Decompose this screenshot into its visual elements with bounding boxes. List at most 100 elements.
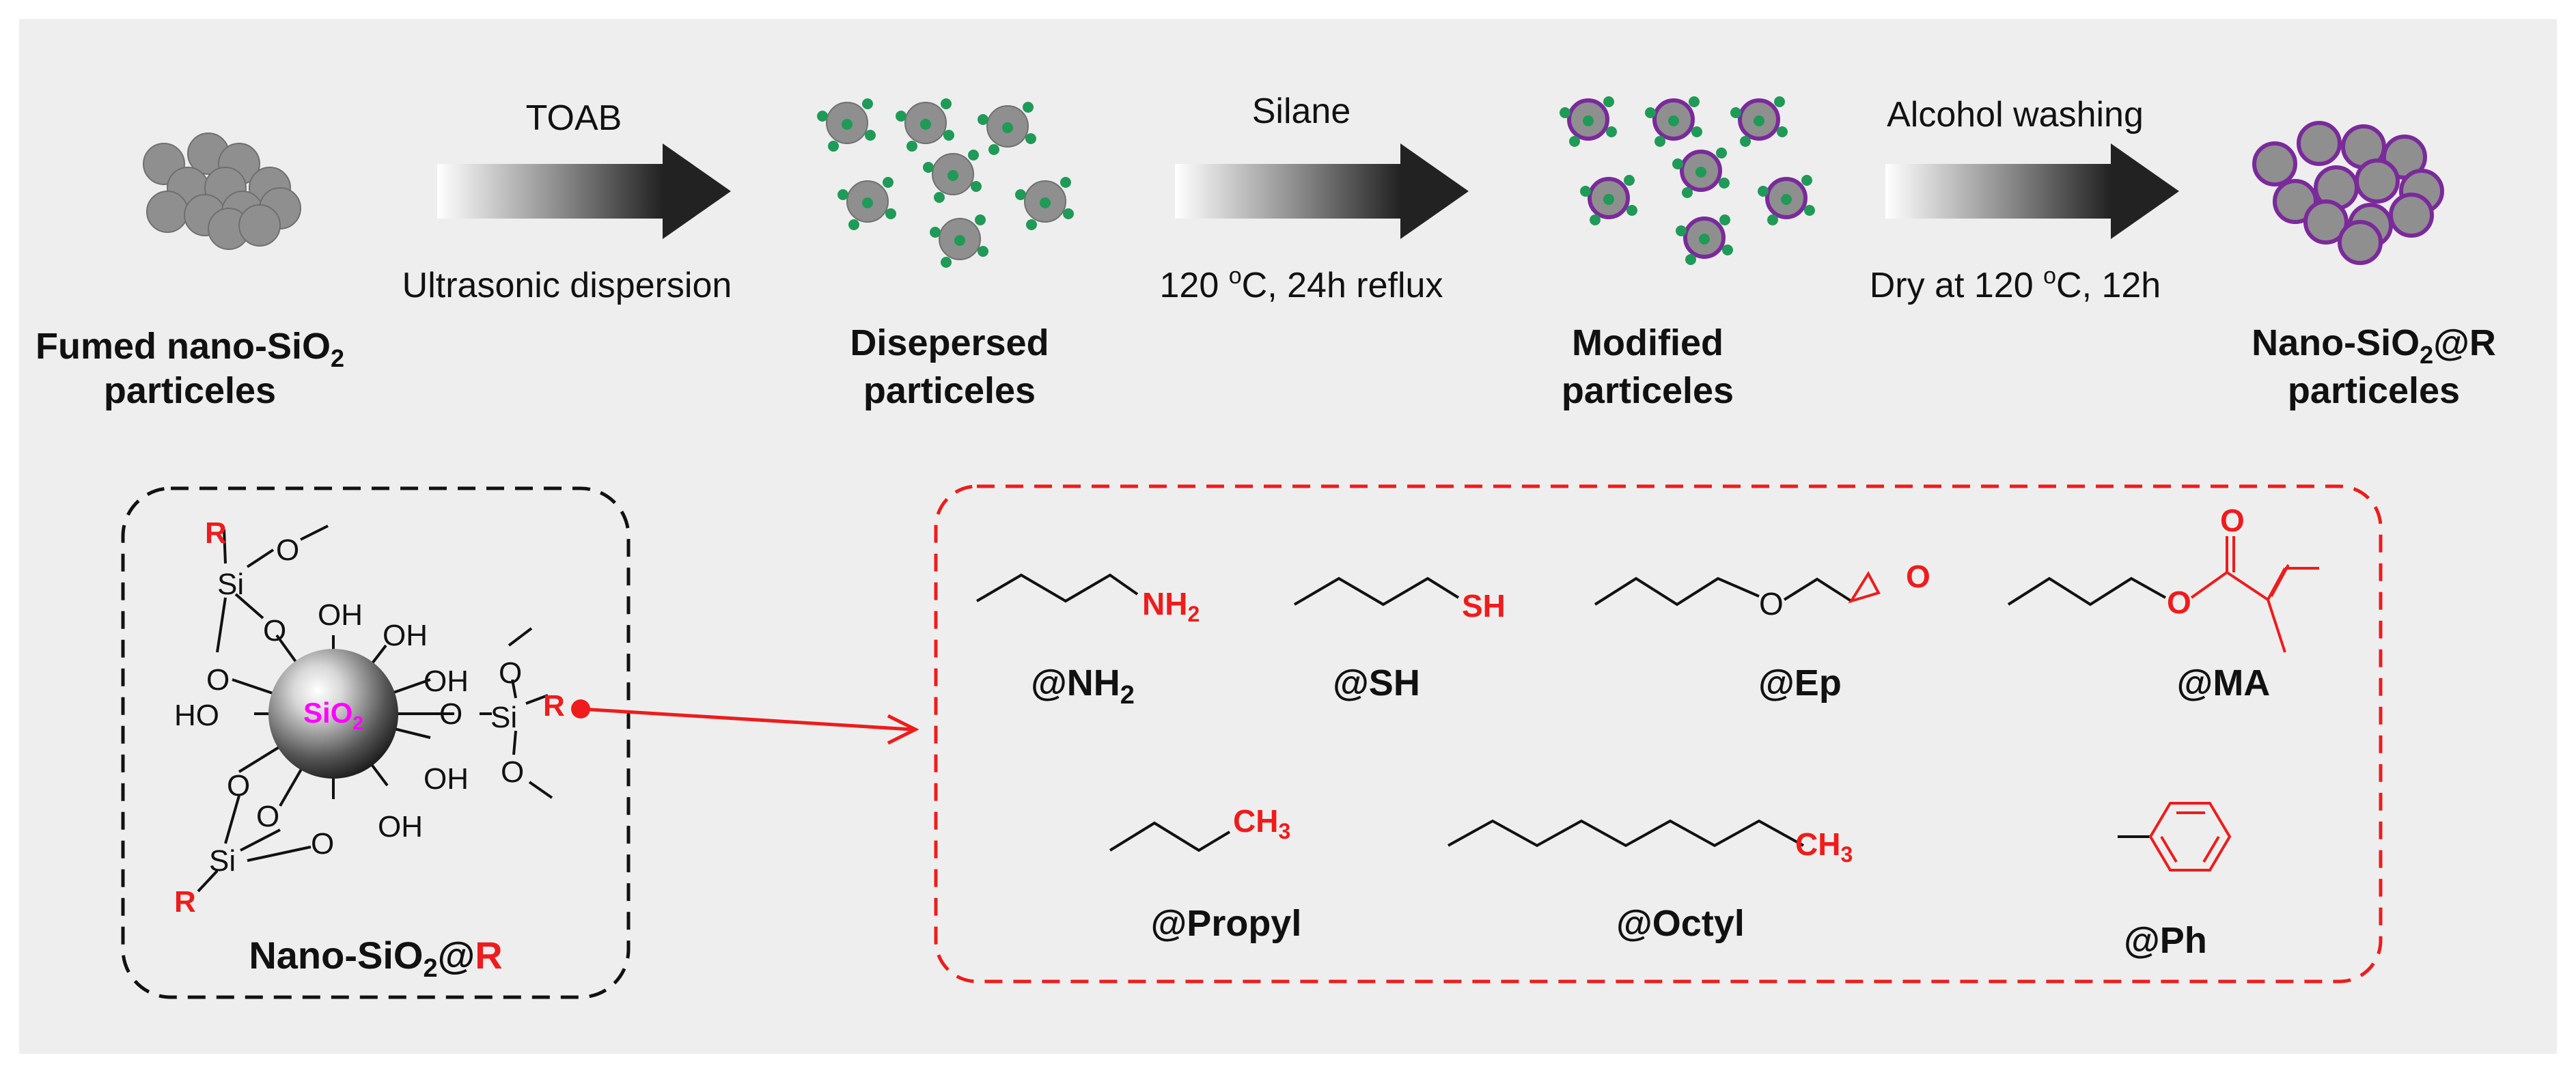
modifier-dot bbox=[941, 98, 952, 109]
arrow1-top-label: TOAB bbox=[526, 98, 622, 138]
modifier-dot bbox=[947, 170, 958, 181]
oh-label: OH bbox=[424, 665, 469, 698]
particles-final bbox=[2252, 121, 2444, 265]
fumed-particle bbox=[238, 204, 281, 247]
modifier-dot bbox=[1758, 186, 1769, 197]
final-particle bbox=[2338, 220, 2383, 265]
oh-label: OH bbox=[424, 762, 469, 796]
r-label: R bbox=[174, 885, 196, 919]
oh-label: OH bbox=[318, 598, 363, 632]
fumed-particle bbox=[146, 191, 189, 233]
groups-box bbox=[934, 484, 2383, 984]
modifier-dot bbox=[1583, 115, 1594, 126]
sh-group-label: @SH bbox=[1333, 663, 1420, 703]
modifier-dot bbox=[978, 246, 988, 257]
modifier-dot bbox=[1689, 96, 1700, 107]
modifier-dot bbox=[817, 111, 828, 122]
modifier-dot bbox=[988, 144, 999, 155]
ph-group-label: @Ph bbox=[2124, 920, 2207, 961]
o-label: O bbox=[501, 755, 524, 789]
nh2-structure-label: NH2 bbox=[1142, 586, 1200, 626]
o-label: O bbox=[206, 663, 230, 697]
particles-modified bbox=[1560, 96, 1815, 265]
modifier-dot bbox=[1606, 126, 1617, 137]
r-label: R bbox=[205, 516, 227, 550]
modifier-dot bbox=[923, 162, 934, 173]
modifier-dot bbox=[1026, 219, 1037, 230]
o-label: O bbox=[263, 614, 286, 647]
structure-box bbox=[121, 486, 631, 999]
structure-caption: Nano-SiO2@R bbox=[249, 934, 502, 983]
group-octyl: CH3 @Octyl bbox=[1448, 819, 1853, 944]
propyl-group-label: @Propyl bbox=[1151, 903, 1302, 944]
process-arrow-2 bbox=[1175, 143, 1469, 239]
modifier-dot bbox=[1801, 175, 1812, 186]
arrow3-bottom-label: Dry at 120 oC, 12h bbox=[1870, 263, 2161, 305]
r-label: R bbox=[543, 689, 565, 723]
modifier-dot bbox=[1754, 115, 1764, 126]
octyl-ch3-label: CH3 bbox=[1795, 826, 1853, 867]
o-label: O bbox=[439, 697, 462, 731]
ep-ether-o: O bbox=[1759, 586, 1784, 622]
stage2-caption-line2: particeles bbox=[863, 370, 1036, 411]
ep-group-label: @Ep bbox=[1758, 663, 1842, 703]
o-label: O bbox=[276, 533, 299, 567]
stage4-caption-line1: Nano-SiO2@R bbox=[2252, 322, 2496, 369]
si-label: Si bbox=[217, 568, 244, 601]
modifier-dot bbox=[1719, 178, 1730, 189]
modifier-dot bbox=[1716, 148, 1727, 158]
modifier-dot bbox=[978, 114, 988, 125]
modifier-dot bbox=[1767, 214, 1778, 225]
octyl-group-label: @Octyl bbox=[1616, 903, 1745, 944]
group-ep: O O @Ep bbox=[1594, 559, 1930, 703]
o-label: O bbox=[311, 827, 334, 861]
modifier-dot bbox=[1569, 136, 1580, 147]
modifier-dot bbox=[896, 111, 906, 122]
oh-label: OH bbox=[378, 810, 423, 844]
ho-label: HO bbox=[174, 699, 219, 732]
stage2-caption-line1: Disepersed bbox=[850, 322, 1049, 363]
modifier-dot bbox=[862, 98, 873, 109]
modifier-dot bbox=[1691, 126, 1702, 137]
modifier-dot bbox=[885, 208, 896, 219]
ep-ring-o: O bbox=[1906, 559, 1930, 594]
modifier-dot bbox=[842, 119, 853, 130]
sio2-core-label: SiO2 bbox=[303, 697, 363, 734]
modifier-dot bbox=[862, 197, 873, 208]
modifier-dot bbox=[1722, 245, 1733, 255]
final-particle bbox=[2252, 141, 2297, 186]
ma-carbonyl-o: O bbox=[2220, 503, 2245, 538]
si-label: Si bbox=[490, 701, 517, 734]
modifier-dot bbox=[943, 130, 954, 141]
propyl-ch3-label: CH3 bbox=[1233, 803, 1290, 844]
modifier-dot bbox=[1590, 214, 1601, 225]
modifier-dot bbox=[1740, 136, 1751, 147]
stage1-caption-line1: Fumed nano-SiO2 bbox=[36, 326, 344, 372]
modifier-dot bbox=[1063, 208, 1074, 219]
oh-label: OH bbox=[383, 619, 428, 652]
modifier-dot bbox=[883, 177, 894, 188]
modifier-dot bbox=[1777, 126, 1788, 137]
modifier-dot bbox=[1730, 107, 1741, 118]
modifier-dot bbox=[954, 235, 965, 246]
modifier-dot bbox=[1668, 115, 1679, 126]
group-nh2: NH2 @NH2 bbox=[975, 573, 1200, 710]
modifier-dot bbox=[1645, 107, 1656, 118]
arrow2-bottom-label: 120 oC, 24h reflux bbox=[1160, 263, 1443, 305]
modifier-dot bbox=[1719, 214, 1730, 225]
modifier-dot bbox=[1774, 96, 1785, 107]
final-particle bbox=[2303, 199, 2349, 245]
group-ma: O O @MA bbox=[2007, 503, 2319, 703]
ma-ester-o: O bbox=[2167, 585, 2191, 620]
modifier-dot bbox=[1804, 205, 1815, 216]
modifier-dot bbox=[968, 150, 979, 161]
o-label: O bbox=[499, 656, 522, 690]
arrow1-bottom-label: Ultrasonic dispersion bbox=[402, 266, 732, 305]
structure-atom-labels: OH OH OH OH OH HO O O O O O O O O O Si S… bbox=[174, 533, 524, 878]
modifier-dot bbox=[1023, 102, 1034, 113]
modifier-dot bbox=[1560, 107, 1570, 118]
process-arrow-3 bbox=[1885, 143, 2179, 239]
particles-dispersed bbox=[817, 98, 1074, 268]
modifier-dot bbox=[1672, 158, 1683, 169]
